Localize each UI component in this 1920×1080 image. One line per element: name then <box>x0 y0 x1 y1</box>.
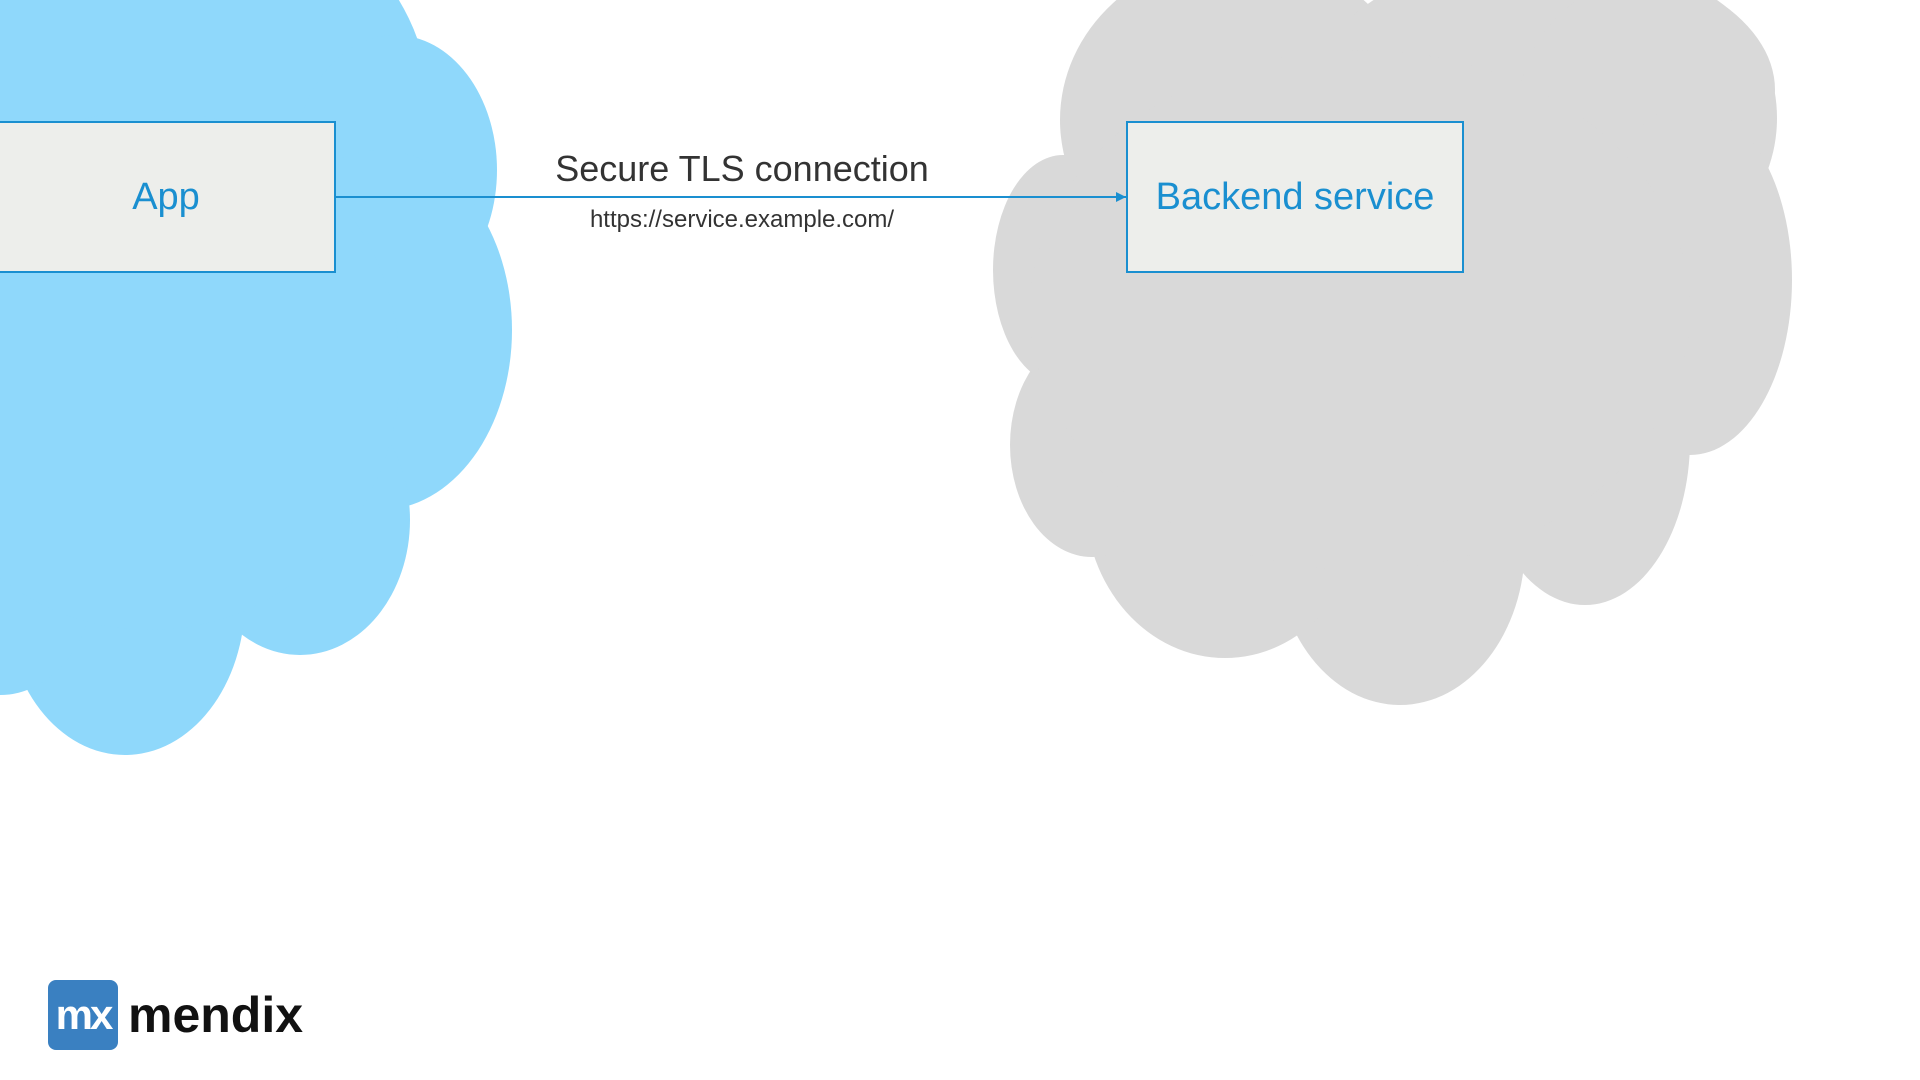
client-cloud-icon <box>0 0 512 755</box>
app-node-label: App <box>132 175 200 218</box>
mendix-logo: mx mendix <box>48 980 303 1050</box>
logo-wordmark: mendix <box>128 987 304 1043</box>
server-cloud-icon <box>993 0 1792 705</box>
logo-mark-text: mx <box>55 991 114 1038</box>
mendix-logo-mark-icon: mx <box>48 980 118 1050</box>
backend-service-node-label: Backend service <box>1155 175 1435 218</box>
connection-title: Secure TLS connection <box>555 148 929 189</box>
backend-service-node: Backend service <box>1126 121 1464 273</box>
connection-url: https://service.example.com/ <box>589 206 895 233</box>
app-node: App <box>0 121 336 273</box>
